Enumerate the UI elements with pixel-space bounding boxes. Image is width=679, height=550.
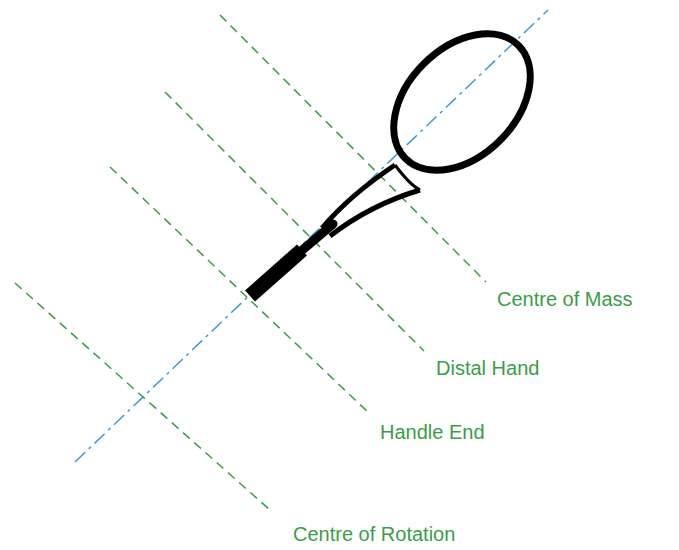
line-label: Distal Hand bbox=[436, 356, 539, 380]
line-label: Centre of Mass bbox=[497, 287, 633, 311]
line-label: Centre of Rotation bbox=[293, 522, 455, 546]
distal-hand-line bbox=[165, 92, 424, 351]
centre-of-mass-line bbox=[220, 15, 486, 282]
racket-axis bbox=[75, 10, 548, 462]
line-label: Handle End bbox=[380, 420, 485, 444]
tennis-racket bbox=[250, 7, 557, 296]
centre-of-rotation-line bbox=[15, 283, 270, 510]
handle-end-line bbox=[110, 167, 370, 414]
